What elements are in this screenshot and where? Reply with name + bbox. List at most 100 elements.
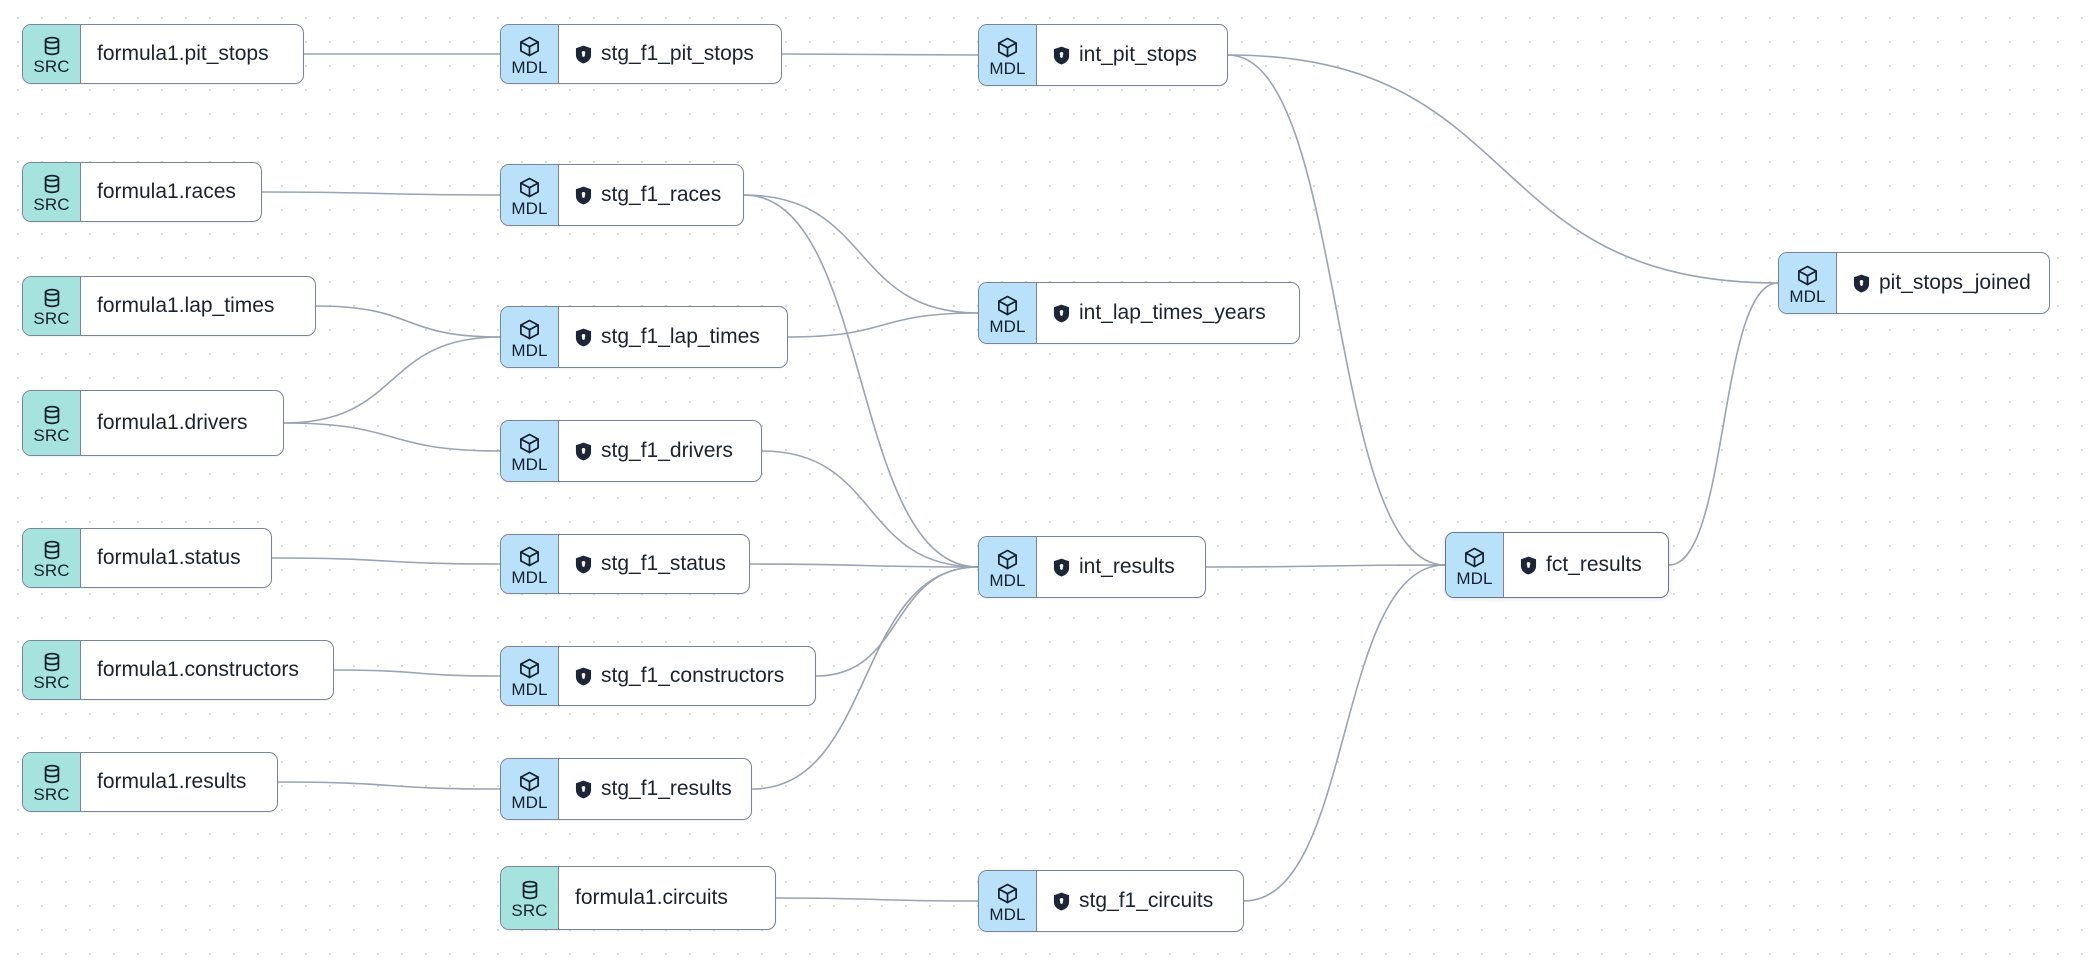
cube-icon	[996, 548, 1019, 571]
graph-node-src_lap_times[interactable]: SRC formula1.lap_times	[22, 276, 316, 336]
node-label: stg_f1_lap_times	[601, 325, 760, 348]
database-icon	[41, 763, 63, 785]
badge-label: MDL	[989, 904, 1026, 924]
shield-icon	[1053, 892, 1070, 911]
model-badge: MDL	[501, 759, 559, 819]
node-body: fct_results	[1504, 533, 1668, 597]
cube-icon	[996, 294, 1019, 317]
node-body: formula1.races	[81, 163, 261, 221]
source-badge: SRC	[23, 25, 81, 83]
graph-node-stg_drivers[interactable]: MDL stg_f1_drivers	[500, 420, 762, 482]
node-body: stg_f1_lap_times	[559, 307, 787, 367]
graph-edge-fct_results-to-pit_stops_joined	[1668, 282, 1779, 566]
node-body: formula1.constructors	[81, 641, 333, 699]
node-body: formula1.lap_times	[81, 277, 315, 335]
cube-icon	[1463, 546, 1486, 569]
graph-node-src_constructors[interactable]: SRC formula1.constructors	[22, 640, 334, 700]
node-body: stg_f1_drivers	[559, 421, 761, 481]
node-body: formula1.pit_stops	[81, 25, 303, 83]
badge-label: MDL	[511, 198, 548, 218]
graph-node-stg_races[interactable]: MDL stg_f1_races	[500, 164, 744, 226]
node-body: stg_f1_status	[559, 535, 749, 593]
badge-label: MDL	[511, 57, 548, 77]
graph-node-src_drivers[interactable]: SRC formula1.drivers	[22, 390, 284, 456]
node-body: int_pit_stops	[1037, 25, 1227, 85]
node-label: stg_f1_circuits	[1079, 889, 1214, 912]
badge-label: SRC	[33, 57, 70, 76]
model-badge: MDL	[1779, 253, 1837, 313]
shield-icon	[575, 667, 592, 686]
graph-node-src_pit_stops[interactable]: SRC formula1.pit_stops	[22, 24, 304, 84]
node-body: formula1.status	[81, 529, 271, 587]
badge-label: SRC	[33, 673, 70, 692]
shield-icon	[575, 442, 592, 461]
badge-label: MDL	[1456, 568, 1493, 588]
badge-label: MDL	[989, 58, 1026, 78]
node-label: formula1.status	[97, 546, 241, 569]
node-body: formula1.circuits	[559, 867, 775, 929]
badge-label: MDL	[989, 570, 1026, 590]
graph-edge-src_circuits-to-stg_circuits	[775, 897, 979, 902]
graph-node-stg_status[interactable]: MDL stg_f1_status	[500, 534, 750, 594]
node-label: stg_f1_status	[601, 552, 726, 575]
source-badge: SRC	[23, 277, 81, 335]
node-body: formula1.results	[81, 753, 277, 811]
node-label: int_pit_stops	[1079, 43, 1197, 66]
node-body: stg_f1_constructors	[559, 647, 815, 705]
graph-node-int_results[interactable]: MDL int_results	[978, 536, 1206, 598]
graph-edge-stg_races-to-int_lap_times	[743, 194, 979, 314]
source-badge: SRC	[501, 867, 559, 929]
badge-label: SRC	[33, 426, 70, 445]
shield-icon	[1053, 46, 1070, 65]
node-label: stg_f1_races	[601, 183, 722, 206]
node-label: int_lap_times_years	[1079, 301, 1266, 324]
source-badge: SRC	[23, 391, 81, 455]
model-badge: MDL	[501, 421, 559, 481]
model-badge: MDL	[979, 537, 1037, 597]
node-body: formula1.drivers	[81, 391, 283, 455]
node-body: stg_f1_circuits	[1037, 871, 1243, 931]
node-body: int_results	[1037, 537, 1205, 597]
source-badge: SRC	[23, 753, 81, 811]
node-label: formula1.drivers	[97, 411, 248, 434]
model-badge: MDL	[979, 871, 1037, 931]
graph-edge-stg_status-to-int_results	[749, 563, 979, 568]
database-icon	[41, 35, 63, 57]
badge-label: MDL	[511, 792, 548, 812]
node-label: fct_results	[1546, 553, 1642, 576]
graph-node-stg_circuits[interactable]: MDL stg_f1_circuits	[978, 870, 1244, 932]
graph-node-int_pit_stops[interactable]: MDL int_pit_stops	[978, 24, 1228, 86]
graph-edge-stg_pit_stops-to-int_pit_stops	[781, 53, 979, 56]
node-label: formula1.lap_times	[97, 294, 275, 317]
cube-icon	[518, 545, 541, 568]
shield-icon	[575, 328, 592, 347]
node-label: formula1.constructors	[97, 658, 299, 681]
model-badge: MDL	[1446, 533, 1504, 597]
graph-edge-stg_circuits-to-fct_results	[1243, 564, 1446, 902]
graph-node-src_status[interactable]: SRC formula1.status	[22, 528, 272, 588]
graph-node-fct_results[interactable]: MDL fct_results	[1445, 532, 1669, 598]
model-badge: MDL	[501, 535, 559, 593]
badge-label: MDL	[511, 567, 548, 587]
graph-edge-src_lap_times-to-stg_lap_times	[315, 305, 501, 338]
database-icon	[41, 404, 63, 426]
graph-node-stg_pit_stops[interactable]: MDL stg_f1_pit_stops	[500, 24, 782, 84]
cube-icon	[518, 35, 541, 58]
badge-label: SRC	[33, 561, 70, 580]
node-label: stg_f1_pit_stops	[601, 42, 754, 65]
graph-node-src_results[interactable]: SRC formula1.results	[22, 752, 278, 812]
node-label: stg_f1_drivers	[601, 439, 733, 462]
node-label: formula1.results	[97, 770, 247, 793]
shield-icon	[575, 45, 592, 64]
graph-edge-stg_drivers-to-int_results	[761, 450, 979, 568]
graph-edge-src_constructors-to-stg_constructors	[333, 669, 501, 677]
